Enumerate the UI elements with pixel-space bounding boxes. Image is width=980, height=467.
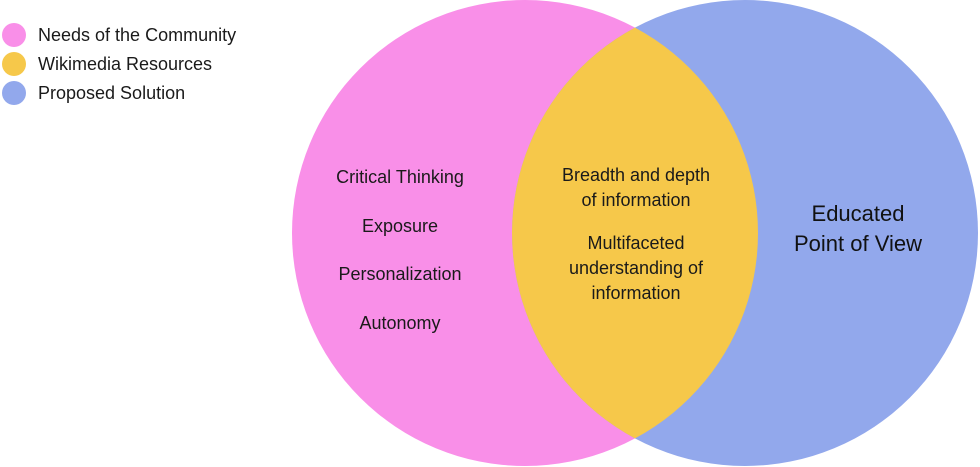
resources-overlap	[512, 0, 758, 466]
needs-item-autonomy: Autonomy	[359, 312, 441, 333]
solution-label-line-1: Educated	[811, 201, 905, 226]
resources-item-breadth-line-1: Breadth and depth	[561, 165, 711, 185]
legend-label-resources: Wikimedia Resources	[38, 53, 213, 74]
needs-list: Critical Thinking Exposure Personalizati…	[300, 165, 500, 359]
needs-item-personalization: Personalization	[338, 264, 462, 284]
resources-item-breadth-line-2: of information	[581, 190, 691, 210]
legend-swatch-solution	[2, 80, 26, 105]
legend-label-solution: Proposed Solution	[38, 82, 186, 103]
legend-swatch-needs	[2, 22, 26, 47]
needs-item-exposure: Exposure	[361, 215, 439, 236]
resources-item-multifaceted-line-3: information	[591, 283, 681, 303]
resources-item-multifaceted-line-1: Multifaceted	[587, 233, 685, 253]
solution-label: Educated Point of View	[758, 199, 958, 259]
legend: Needs of the Community Wikimedia Resourc…	[2, 20, 236, 107]
resources-list: Breadth and depth of information Multifa…	[520, 163, 752, 306]
legend-item-resources: Wikimedia Resources	[2, 49, 236, 78]
solution-label-line-2: Point of View	[793, 231, 922, 256]
legend-item-solution: Proposed Solution	[2, 78, 236, 107]
needs-item-critical-thinking: Critical Thinking	[336, 167, 464, 187]
legend-label-needs: Needs of the Community	[38, 24, 237, 45]
resources-item-multifaceted-line-2: understanding of	[568, 258, 704, 278]
legend-item-needs: Needs of the Community	[2, 20, 236, 49]
legend-swatch-resources	[2, 51, 26, 76]
